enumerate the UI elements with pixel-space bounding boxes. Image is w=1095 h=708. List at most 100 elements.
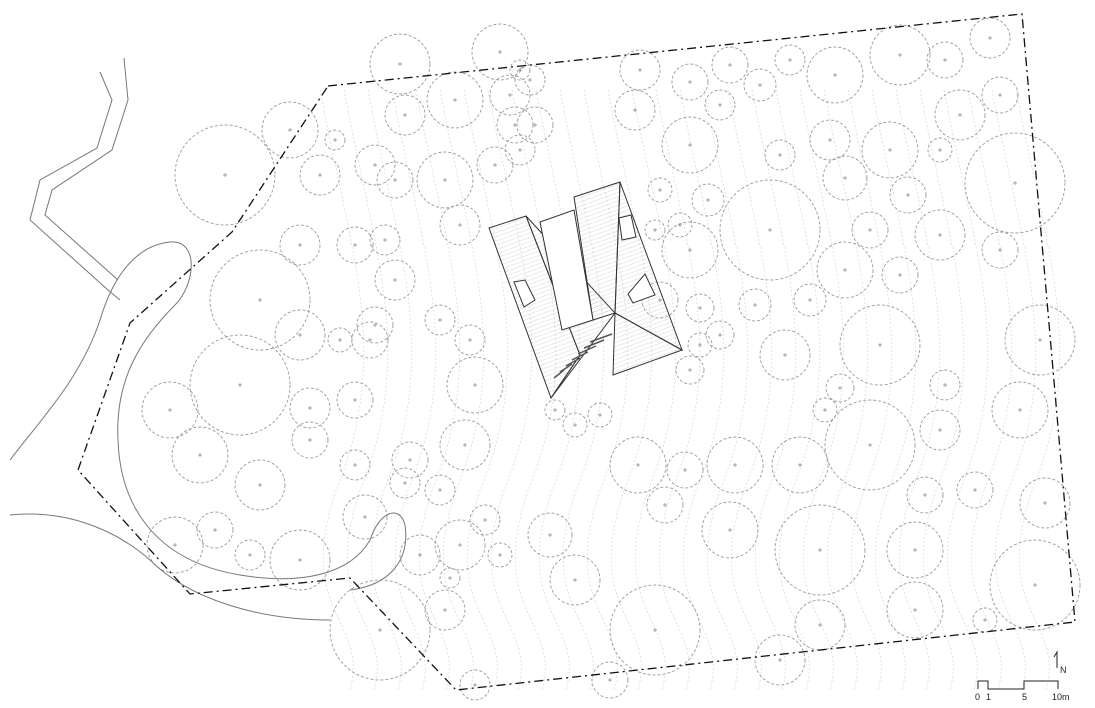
tree-trunk-mark xyxy=(363,515,367,519)
tree-canopy xyxy=(824,399,916,491)
tree-trunk-mark xyxy=(518,68,522,72)
tree xyxy=(609,584,701,676)
north-arrow: N xyxy=(1053,650,1067,675)
tree xyxy=(771,436,829,494)
tree-trunk-mark xyxy=(1013,181,1017,185)
tree-canopy xyxy=(705,320,735,350)
tree xyxy=(587,402,613,428)
scale-label-10m: 10m xyxy=(1052,692,1070,702)
tree-trunk-mark xyxy=(248,553,252,557)
tree xyxy=(671,63,709,101)
tree xyxy=(644,219,666,241)
tree xyxy=(661,116,719,174)
tree-trunk-mark xyxy=(463,443,467,447)
tree-canopy xyxy=(454,324,486,356)
tree xyxy=(562,412,588,438)
tree-canopy xyxy=(329,579,431,681)
stairs xyxy=(553,333,613,379)
tree xyxy=(424,589,466,631)
roof-panel-south xyxy=(612,312,684,376)
tree-trunk-mark xyxy=(408,458,412,462)
tree-canopy xyxy=(771,436,829,494)
tree xyxy=(711,46,749,84)
tree-trunk-mark xyxy=(818,548,822,552)
tree-canopy xyxy=(671,63,709,101)
tree-trunk-mark xyxy=(728,63,732,67)
tree xyxy=(705,320,735,350)
tree-canopy xyxy=(489,74,531,116)
tree-trunk-mark xyxy=(528,78,532,82)
tree-canopy xyxy=(336,381,374,419)
tree-trunk-mark xyxy=(636,463,640,467)
tree-trunk-mark xyxy=(653,628,657,632)
tree-canopy xyxy=(399,534,441,576)
tree-canopy xyxy=(469,504,501,536)
tree-canopy xyxy=(356,306,394,344)
tree xyxy=(701,501,759,559)
stair-tread xyxy=(589,333,613,343)
tree-trunk-mark xyxy=(938,148,942,152)
tree-trunk-mark xyxy=(706,198,710,202)
tree xyxy=(886,521,944,579)
tree xyxy=(969,17,1011,59)
tree-canopy xyxy=(439,567,461,589)
tree-trunk-mark xyxy=(778,153,782,157)
tree-canopy xyxy=(991,381,1049,439)
stair-tread xyxy=(577,345,597,355)
tree-canopy xyxy=(764,139,796,171)
tree xyxy=(189,334,291,436)
tree-trunk-mark xyxy=(418,553,422,557)
tree xyxy=(919,409,961,451)
contour-line xyxy=(991,89,1037,691)
tree-canopy xyxy=(666,451,704,489)
tree xyxy=(141,381,199,439)
tree-trunk-mark xyxy=(868,228,872,232)
tree-canopy xyxy=(661,221,719,279)
tree-trunk-mark xyxy=(548,533,552,537)
tree-canopy xyxy=(644,219,666,241)
tree-trunk-mark xyxy=(518,148,522,152)
tree xyxy=(889,176,927,214)
tree-canopy xyxy=(336,226,374,264)
tree-canopy xyxy=(591,661,629,699)
tree-trunk-mark xyxy=(983,618,987,622)
tree xyxy=(1019,477,1071,529)
tree xyxy=(336,381,374,419)
tree-canopy xyxy=(339,449,371,481)
tree-trunk-mark xyxy=(728,528,732,532)
tree xyxy=(956,471,994,509)
tree-canopy xyxy=(439,204,481,246)
tree-trunk-mark xyxy=(843,176,847,180)
tree xyxy=(274,309,326,361)
contour-line xyxy=(1015,89,1061,691)
tree-canopy xyxy=(685,293,715,323)
contour-line xyxy=(847,89,893,691)
skylight xyxy=(627,273,656,304)
tree-canopy xyxy=(839,304,921,386)
tree-canopy xyxy=(704,89,736,121)
tree-trunk-mark xyxy=(298,243,302,247)
tree-canopy xyxy=(424,474,456,506)
tree-canopy xyxy=(476,146,514,184)
tree-canopy xyxy=(956,471,994,509)
tree-trunk-mark xyxy=(493,163,497,167)
tree-canopy xyxy=(424,589,466,631)
tree xyxy=(356,306,394,344)
tree xyxy=(691,183,725,217)
tree-trunk-mark xyxy=(393,178,397,182)
tree xyxy=(981,231,1019,269)
tree-trunk-mark xyxy=(718,103,722,107)
tree-canopy xyxy=(914,209,966,261)
tree-canopy xyxy=(384,94,426,136)
tree-trunk-mark xyxy=(778,658,782,662)
tree-trunk-mark xyxy=(798,463,802,467)
tree xyxy=(869,24,931,86)
tree-canopy xyxy=(687,332,713,358)
tree-canopy xyxy=(369,33,431,95)
tree-canopy xyxy=(989,539,1081,631)
tree-trunk-mark xyxy=(688,368,692,372)
tree-canopy xyxy=(889,176,927,214)
contour-line xyxy=(775,89,821,691)
tree-trunk-mark xyxy=(688,143,692,147)
stair-tread xyxy=(583,339,605,349)
